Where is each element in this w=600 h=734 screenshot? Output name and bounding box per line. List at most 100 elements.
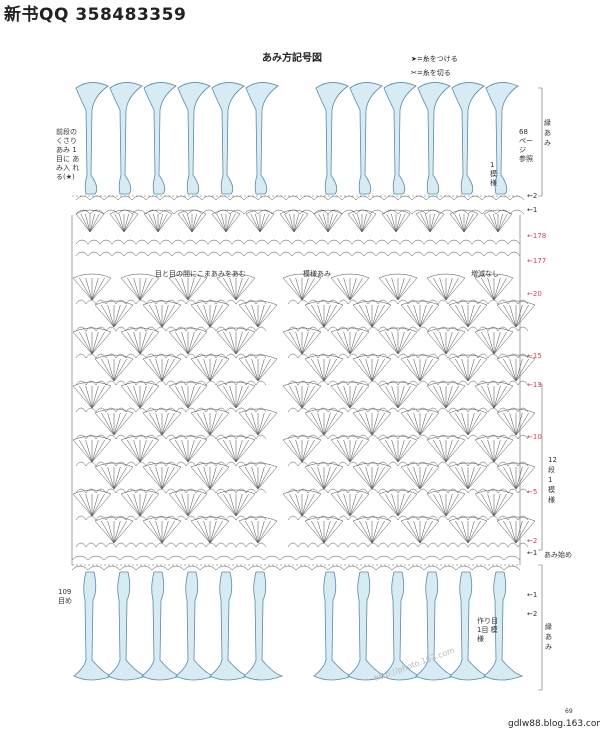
stitch-stroke [515,412,523,436]
stitch-stroke [461,304,469,328]
chain-arc [375,555,393,561]
stitch-arc [177,209,207,215]
stitch-stroke [257,412,265,436]
fringe-strand-bottom [209,571,250,681]
stitch-stroke [515,466,523,490]
stitch-stroke [293,213,299,233]
chain-arc [199,565,217,571]
stitch-stroke [94,358,115,382]
stitch-stroke [467,520,481,544]
chain-arc [317,407,329,413]
stitch-stroke [149,412,163,436]
chain-arc [279,251,293,257]
chain-arc [487,515,499,521]
stitch-stroke [182,213,193,233]
chain-arc [245,461,257,467]
stitch-stroke [289,439,303,463]
chain-arc [165,326,177,332]
chain-arc [423,555,441,561]
stitch-arc [279,209,309,215]
stitch-stroke [515,358,536,382]
stitch-stroke [197,358,211,382]
chain-arc [159,239,173,245]
stitch-stroke [371,466,385,490]
stitch-arc [94,516,134,522]
chain-arc [411,209,427,215]
stitch-stroke [323,520,337,544]
mid-left-note: 目と目の間にこまあみをあむ [155,270,246,278]
chain-arc [185,326,197,332]
chain-arc [159,251,173,257]
stitch-stroke [216,493,237,517]
stitch-fan [449,209,479,233]
stitch-stroke [359,304,373,328]
stitch-arc [282,489,322,495]
stitch-stroke [72,277,93,301]
stitch-stroke [161,304,169,328]
stitch-stroke [139,277,160,301]
stitch-fan [378,435,418,463]
stitch-stroke [187,277,195,301]
stitch-stroke [359,466,373,490]
stitch-stroke [101,412,115,436]
stitch-stroke [142,520,163,544]
chain-arc [165,380,177,386]
chain-arc [75,195,91,201]
stitch-stroke [425,213,431,233]
stitch-stroke [123,213,134,233]
chain-arc [495,239,509,245]
chain-arc [503,565,521,571]
chain-arc [427,326,439,332]
chain-arc [507,380,519,386]
chain-arc [95,407,107,413]
stitch-fan [168,381,208,409]
stitch-stroke [216,331,237,355]
chain-arc [351,251,365,257]
stitch-stroke [461,412,469,436]
stitch-stroke [187,331,208,355]
stitch-fan [75,209,105,233]
stitch-stroke [386,213,397,233]
chain-arc [155,461,167,467]
chain-arc [235,542,247,548]
stitch-stroke [395,213,411,233]
stitch-fan [94,354,134,382]
stitch-stroke [157,213,173,233]
stitch-arc [238,516,278,522]
chain-arc [467,299,479,305]
chain-arc [517,434,529,440]
chain-arc [297,353,309,359]
chain-arc [215,555,233,561]
stitch-stroke [187,493,201,517]
stitch-stroke [133,277,141,301]
stitch-stroke [371,358,392,382]
stitch-stroke [343,493,351,517]
stitch-stroke [419,358,440,382]
chain-arc [367,542,379,548]
chain-arc [171,251,185,257]
row-label: ←20 [527,290,542,298]
chain-arc [175,353,187,359]
chain-arc [225,461,237,467]
chain-arc [185,542,197,548]
chain-arc [75,380,87,386]
stitch-stroke [209,304,217,328]
stitch-stroke [503,412,517,436]
stitch-stroke [433,331,447,355]
chain-arc [317,461,329,467]
stitch-stroke [445,277,459,301]
stitch-stroke [352,520,373,544]
stitch-stroke [120,493,141,517]
chain-arc [123,239,137,245]
chain-arc [165,488,177,494]
chain-arc [327,488,339,494]
stitch-stroke [89,213,95,233]
stitch-arc [400,516,440,522]
stitch-fan [474,435,514,463]
stitch-stroke [235,385,243,409]
stitch-stroke [187,277,208,301]
stitch-stroke [474,439,495,463]
stitch-stroke [455,304,469,328]
chain-arc [367,326,379,332]
stitch-stroke [113,304,134,328]
